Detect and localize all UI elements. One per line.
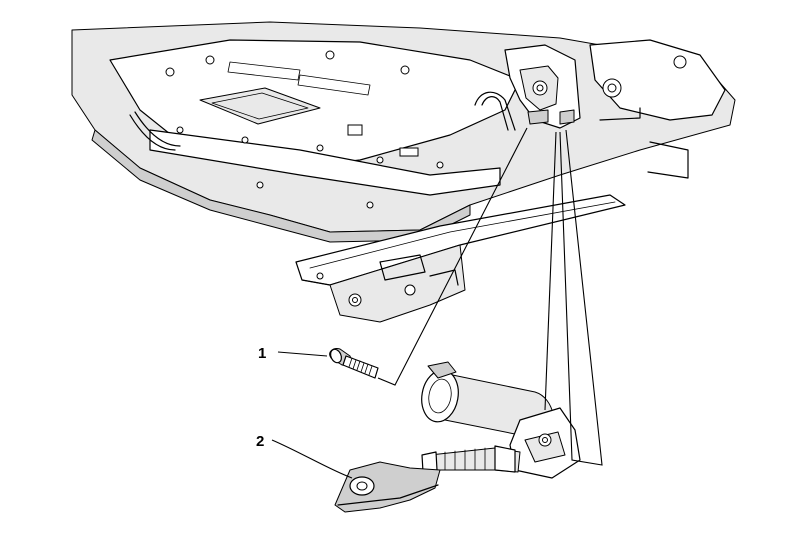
callout-2-leader: [271, 439, 353, 479]
crossmember: [149, 129, 501, 196]
bolt-install-line: [377, 127, 528, 386]
motor-mounting-bracket: [504, 44, 581, 129]
leader-lines: [271, 127, 603, 479]
callout-labels: 1 2: [256, 345, 266, 450]
motor-install-line-b: [559, 129, 603, 466]
seat-adjuster-motor-assembly: [334, 361, 581, 513]
motor-bracket: [334, 461, 441, 513]
vehicle-floor-pan: [71, 21, 736, 243]
callout-1: 1: [258, 345, 266, 362]
floor-fastener-holes: [165, 50, 444, 209]
motor-install-line-a: [544, 131, 557, 411]
floor-stamping: [199, 87, 321, 125]
callout-2: 2: [256, 433, 264, 450]
bolt-fastener: [329, 348, 379, 379]
callout-1-leader: [277, 351, 328, 357]
seat-adjuster-rail: [295, 194, 626, 323]
